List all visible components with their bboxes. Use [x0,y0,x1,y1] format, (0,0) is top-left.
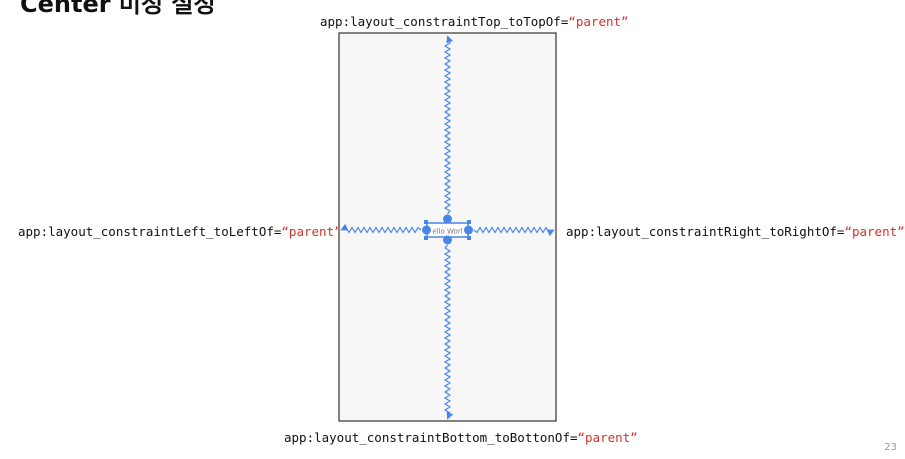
anchor-right-handle[interactable] [464,225,473,235]
constraint-spring-left [340,223,422,234]
anchor-left-handle[interactable] [422,225,431,235]
constraint-bottom-value: “parent” [577,430,638,445]
constraint-top-attr: app:layout_constraintTop_toTopOf= [320,14,569,29]
constraint-left-attr: app:layout_constraintLeft_toLeftOf= [18,224,282,239]
page-number: 23 [884,442,897,453]
constraint-bottom-label: app:layout_constraintBottom_toBottonOf=“… [284,430,638,445]
hello-world-textview[interactable]: ello Worl [422,214,473,245]
constraint-bottom-attr: app:layout_constraintBottom_toBottonOf= [284,430,578,445]
constraint-left-value: “parent” [281,224,342,239]
constraint-spring-top [443,35,454,215]
constraint-top-label: app:layout_constraintTop_toTopOf=“parent… [320,14,629,29]
constraint-right-label: app:layout_constraintRight_toRightOf=“pa… [566,224,905,239]
resize-handle-bottom-left[interactable] [424,236,428,240]
constraint-spring-bottom [443,244,454,420]
constraint-top-value: “parent” [568,14,629,29]
constraint-left-label: app:layout_constraintLeft_toLeftOf=“pare… [18,224,342,239]
resize-handle-bottom-right[interactable] [467,236,471,240]
anchor-top-handle[interactable] [443,214,452,224]
anchor-bottom-handle[interactable] [443,235,452,245]
resize-handle-top-right[interactable] [467,220,471,224]
constraint-right-attr: app:layout_constraintRight_toRightOf= [566,224,845,239]
constraint-spring-right [473,226,555,237]
constraint-right-value: “parent” [844,224,905,239]
resize-handle-top-left[interactable] [424,220,428,224]
slide-heading: Center 미정 설정 [20,0,216,18]
textview-text: ello Worl [432,228,462,236]
